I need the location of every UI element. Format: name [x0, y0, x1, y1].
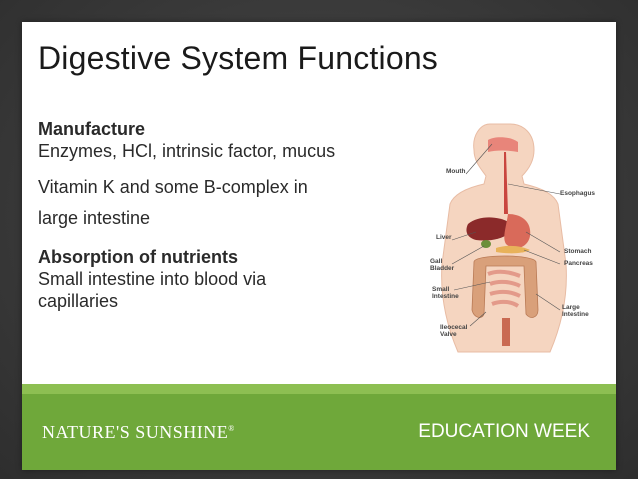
bullet-text: Enzymes, HCl, intrinsic factor, mucus — [38, 141, 336, 161]
anatomy-illustration — [441, 123, 567, 353]
bullet-text: large intestine — [38, 208, 151, 228]
label-gall-bladder: Gall Bladder — [430, 258, 455, 272]
label-small-intestine: Small Intestine — [432, 286, 459, 300]
brand-name: NATURE'S SUNSHINE — [42, 422, 229, 442]
bullet-text: capillaries — [38, 291, 119, 311]
label-pancreas: Pancreas — [564, 260, 593, 267]
digestive-system-diagram: Mouth Esophagus Liver Stomach Gall Bladd… — [410, 114, 614, 358]
slide-title: Digestive System Functions — [38, 40, 439, 76]
bullet-text: Small intestine into blood via — [38, 269, 267, 289]
slide: Digestive System Functions Manufacture E… — [22, 22, 616, 470]
bullet-text: Vitamin K and some B-complex in — [38, 177, 308, 197]
label-esophagus: Esophagus — [560, 190, 596, 197]
brand-registered-mark: ® — [228, 424, 235, 433]
label-ileocecal-valve: Ileocecal Valve — [440, 324, 468, 338]
label-mouth: Mouth — [446, 168, 466, 175]
label-liver: Liver — [436, 234, 452, 241]
program-name: EDUCATION WEEK — [418, 421, 590, 442]
section-heading-manufacture: Manufacture — [38, 119, 146, 139]
slide-body: Manufacture Enzymes, HCl, intrinsic fact… — [38, 118, 418, 312]
footer-highlight — [22, 384, 616, 394]
footer-bar: NATURE'S SUNSHINE® EDUCATION WEEK — [22, 384, 616, 470]
brand-logo: NATURE'S SUNSHINE® — [42, 422, 235, 443]
section-heading-absorption: Absorption of nutrients — [38, 247, 238, 267]
label-stomach: Stomach — [564, 248, 592, 255]
label-large-intestine: Large Intestine — [562, 304, 589, 318]
